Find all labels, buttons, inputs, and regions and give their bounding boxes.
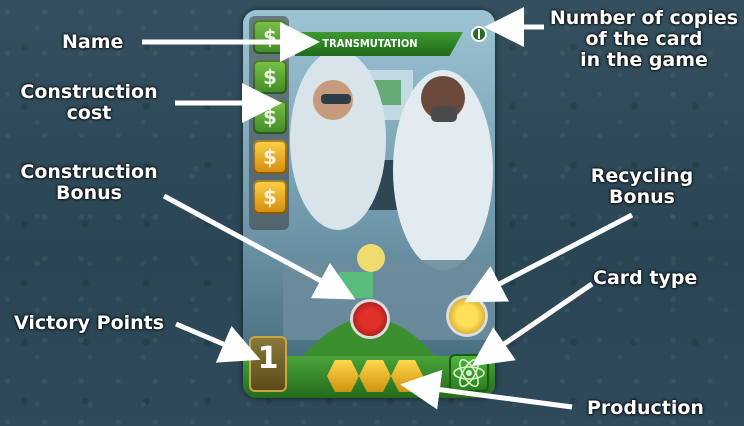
production-gold-icon: [327, 360, 359, 392]
label-recycling-bonus-line2: Bonus: [609, 186, 675, 208]
atom-icon: [449, 354, 489, 392]
label-victory-points: Victory Points: [14, 312, 165, 334]
copies-count-icon: [471, 26, 487, 42]
label-recycling-bonus-line1: Recycling: [590, 165, 694, 187]
label-construction-bonus-line2: Bonus: [56, 182, 122, 204]
cost-green-icon: $: [253, 60, 287, 94]
victory-points-badge: 1: [249, 336, 287, 392]
card: $ $ $ $ $ TRANSMUTATION 1: [243, 10, 495, 398]
card-title-bar: TRANSMUTATION: [295, 32, 463, 56]
label-recycling-bonus: Recycling Bonus: [588, 166, 696, 208]
label-production: Production: [587, 397, 704, 419]
victory-points-value: 1: [257, 341, 279, 376]
label-construction-bonus: Construction Bonus: [18, 162, 160, 204]
cost-green-icon: $: [253, 20, 287, 54]
label-name: Name: [62, 31, 124, 53]
gold-cube-icon: [449, 298, 485, 334]
label-copies: Number of copies of the card in the game: [546, 8, 742, 71]
label-card-type: Card type: [593, 267, 698, 289]
label-copies-line3: in the game: [580, 49, 708, 71]
card-title: TRANSMUTATION: [322, 37, 418, 50]
cost-gold-icon: $: [253, 180, 287, 214]
label-copies-line1: Number of copies: [549, 7, 739, 29]
red-cube-icon: [353, 302, 387, 336]
arrow-card-type: [471, 281, 594, 367]
label-construction-bonus-line1: Construction: [20, 161, 158, 183]
label-construction-cost: Construction cost: [18, 82, 160, 124]
label-construction-cost-line1: Construction: [20, 81, 158, 103]
production-gold-icon: [359, 360, 391, 392]
label-construction-cost-line2: cost: [66, 102, 112, 124]
label-copies-line2: of the card: [585, 28, 703, 50]
arrow-victory-points: [175, 321, 261, 363]
cost-green-icon: $: [253, 100, 287, 134]
cost-gold-icon: $: [253, 140, 287, 174]
